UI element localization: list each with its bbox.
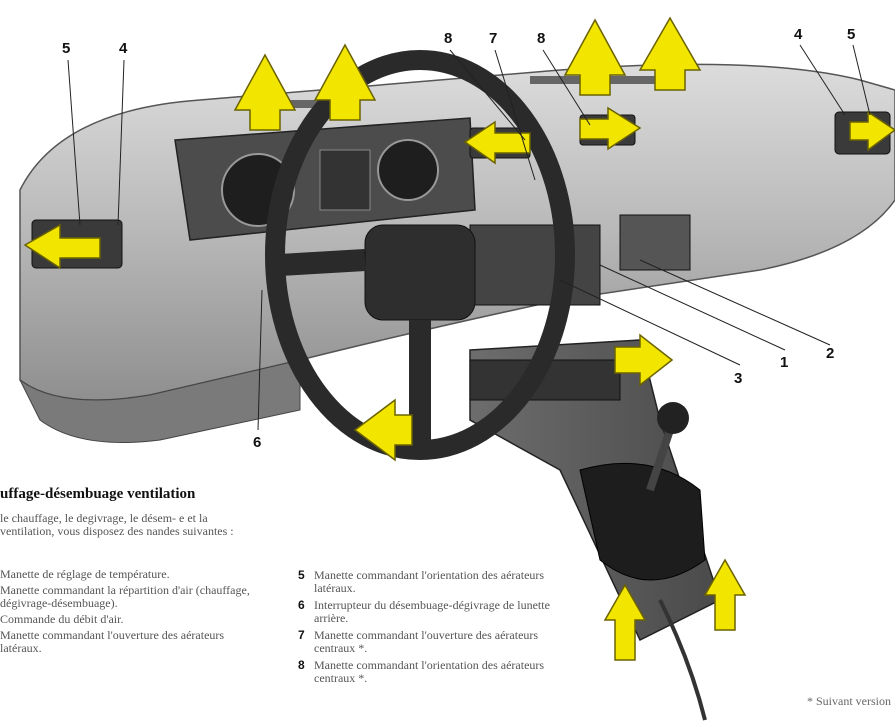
- callout-1: 1: [780, 354, 789, 371]
- item-number: 6: [298, 598, 305, 612]
- arrow-up-1: [233, 53, 297, 131]
- arrow-rear-left: [603, 583, 647, 661]
- gear-knob: [657, 402, 689, 434]
- list-item: 7 Manette commandant l'ouverture des aér…: [298, 629, 578, 654]
- list-item: Manette de réglage de température.: [0, 567, 170, 581]
- arrow-center-left: [463, 120, 531, 165]
- list-item: 5 Manette commandant l'orientation des a…: [298, 569, 578, 594]
- callout-7: 7: [489, 30, 498, 47]
- list-item: Commande du débit d'air.: [0, 612, 124, 626]
- fuel-gauge: [377, 139, 439, 201]
- switch-panel: [619, 214, 691, 271]
- callout-3: 3: [734, 370, 743, 387]
- item-number: 5: [298, 568, 305, 582]
- arrow-up-4: [638, 16, 702, 91]
- steering-spoke-left: [279, 249, 366, 276]
- item-label: Manette commandant l'orientation des aér…: [314, 658, 545, 685]
- arrow-center-right: [579, 106, 642, 151]
- item-label: Interrupteur du désembuage-dégivrage de …: [314, 598, 550, 625]
- list-item: 6 Interrupteur du désembuage-dégivrage d…: [298, 599, 578, 624]
- arrow-left-vent: [23, 223, 101, 270]
- arrow-up-2: [313, 43, 377, 121]
- callout-2: 2: [826, 345, 835, 362]
- gear-boot: [579, 462, 706, 581]
- heater-control-panel: [469, 224, 601, 306]
- arrow-right-vent: [849, 110, 895, 152]
- callout-4-left: 4: [119, 40, 128, 57]
- arrow-up-3: [563, 18, 627, 96]
- section-heading: uffage-désembuage ventilation: [0, 486, 196, 502]
- callout-4-right: 4: [794, 26, 803, 43]
- intro-paragraph: le chauffage, le degivrage, le désem- e …: [0, 511, 234, 538]
- list-item: Manette commandant l'ouverture des aérat…: [0, 628, 225, 655]
- steering-wheel-rim: [265, 50, 575, 460]
- cable: [658, 599, 707, 721]
- right-control-list: 5 Manette commandant l'orientation des a…: [298, 569, 578, 689]
- list-item: Manette commandant la répartition d'air …: [0, 583, 250, 610]
- airflow-arrows: [23, 16, 895, 661]
- callout-6: 6: [253, 434, 262, 451]
- warning-lights-panel: [319, 149, 371, 211]
- defrost-slot-left: [240, 100, 360, 108]
- gear-lever: [646, 428, 674, 492]
- item-number: 8: [298, 658, 305, 672]
- left-control-list: Manette de réglage de température. Manet…: [0, 568, 262, 658]
- item-label: Manette commandant l'ouverture des aérat…: [314, 628, 539, 655]
- footnote: * Suivant version: [807, 694, 891, 708]
- steering-wheel-hub: [364, 224, 476, 321]
- item-label: Manette commandant l'orientation des aér…: [314, 568, 545, 595]
- arrow-floor-right: [614, 333, 674, 387]
- item-number: 7: [298, 628, 305, 642]
- callout-5-right: 5: [847, 26, 856, 43]
- arrow-floor-left: [353, 398, 413, 462]
- callout-5-left: 5: [62, 40, 71, 57]
- list-item: 8 Manette commandant l'orientation des a…: [298, 659, 578, 684]
- arrow-rear-right: [703, 558, 747, 631]
- callout-8-right: 8: [537, 30, 546, 47]
- callout-8-left: 8: [444, 30, 453, 47]
- dashboard-lower: [19, 359, 301, 443]
- leader-lines: [67, 44, 871, 431]
